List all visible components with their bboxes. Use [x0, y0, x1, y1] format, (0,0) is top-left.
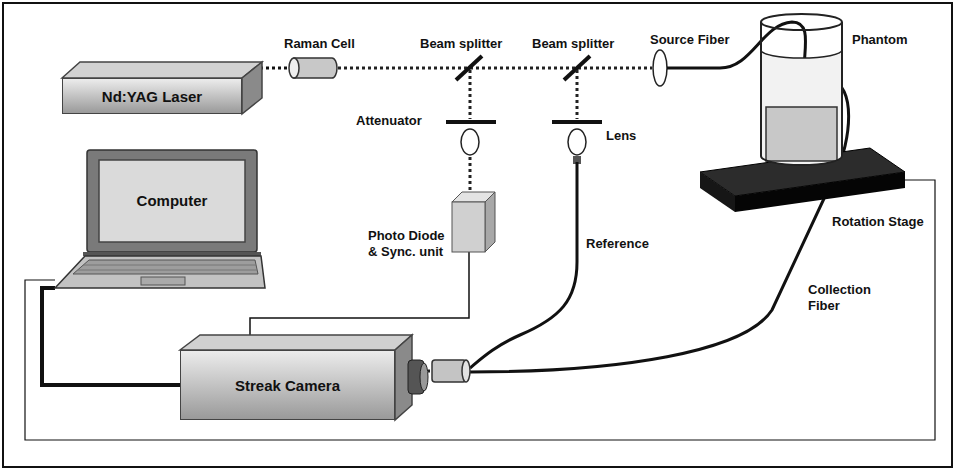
component-label: Beam splitter — [420, 36, 502, 52]
laser-name: Nd:YAG Laser — [102, 88, 202, 105]
phantom-beaker — [761, 50, 842, 165]
reference-beam-path — [568, 129, 586, 155]
part-name: Photo Diode & Sync. unit — [368, 228, 448, 260]
component-label: Lens — [606, 128, 636, 144]
phantom-beaker — [761, 14, 842, 30]
focusing-lens — [653, 50, 667, 86]
raman-cell: Raman Cell — [288, 56, 338, 80]
raman-cell-cylinder — [294, 58, 337, 78]
streak-camera-box: Streak Camera — [180, 350, 395, 420]
raman-cell-cylinder — [288, 56, 338, 80]
reference-beam-path — [576, 70, 579, 119]
raman-cell-cylinder — [289, 58, 299, 78]
part-name: Phantom — [852, 32, 908, 48]
fiber-label: Reference — [586, 236, 649, 252]
streak-camera-3d — [420, 363, 428, 391]
photodiode-box — [485, 192, 495, 252]
fiber-connector — [432, 360, 466, 382]
photodiode-unit: Photo Diode & Sync. unit — [452, 192, 495, 252]
fiber-connector — [432, 360, 470, 382]
streak-camera-3d — [180, 335, 412, 350]
diode-beam-path — [469, 70, 472, 119]
fiber-label: Collection Fiber — [808, 282, 888, 314]
outer-frame — [3, 3, 952, 467]
photodiode-box — [452, 192, 495, 252]
reference-beam-path — [552, 120, 602, 124]
component-label: Attenuator — [356, 113, 422, 129]
laptop-drawing — [87, 150, 257, 252]
laser-housing-3d — [242, 62, 262, 114]
phantom-beaker — [766, 107, 837, 161]
collection-fiber — [470, 80, 849, 372]
diode-beam-path — [446, 120, 496, 124]
computer-laptop: Computer — [55, 148, 265, 292]
phantom-beaker — [761, 22, 842, 165]
streak-camera-3d — [180, 335, 428, 420]
focusing-lens — [653, 50, 667, 86]
laptop-drawing — [141, 277, 185, 285]
diode-beam-path — [461, 129, 479, 155]
part-name: Rotation Stage — [832, 214, 924, 230]
laser-beam — [338, 68, 652, 69]
outer-frame — [3, 3, 952, 467]
reference-beam-path — [552, 70, 602, 164]
camera-name: Streak Camera — [235, 377, 340, 394]
photodiode-box — [452, 202, 485, 252]
rotation-stage-slab — [735, 172, 905, 212]
laptop-drawing — [78, 270, 257, 271]
laptop-drawing — [55, 148, 265, 292]
laptop-drawing — [99, 160, 245, 242]
component-label: Beam splitter — [532, 36, 614, 52]
laser-housing-3d — [62, 62, 262, 78]
laser-housing-3d — [62, 62, 262, 114]
phantom-beaker: Phantom — [758, 12, 845, 168]
laser-beam — [338, 67, 652, 70]
laptop-drawing — [55, 256, 265, 288]
phantom-beaker — [761, 50, 842, 58]
phantom-beaker — [758, 12, 845, 168]
collection-fiber — [470, 80, 849, 372]
diode-beam-path — [446, 70, 496, 199]
laptop-drawing — [83, 265, 256, 266]
fiber-label: Source Fiber — [650, 32, 729, 48]
data-cable — [42, 288, 180, 385]
part-name: Raman Cell — [284, 36, 355, 52]
fiber-connector — [462, 360, 470, 382]
screen-label: Computer — [99, 160, 245, 242]
beam-splitter-mirror — [456, 56, 590, 80]
rotation-stage-slab — [700, 172, 735, 212]
laser-box: Nd:YAG Laser — [62, 78, 242, 114]
laptop-drawing — [73, 260, 258, 274]
